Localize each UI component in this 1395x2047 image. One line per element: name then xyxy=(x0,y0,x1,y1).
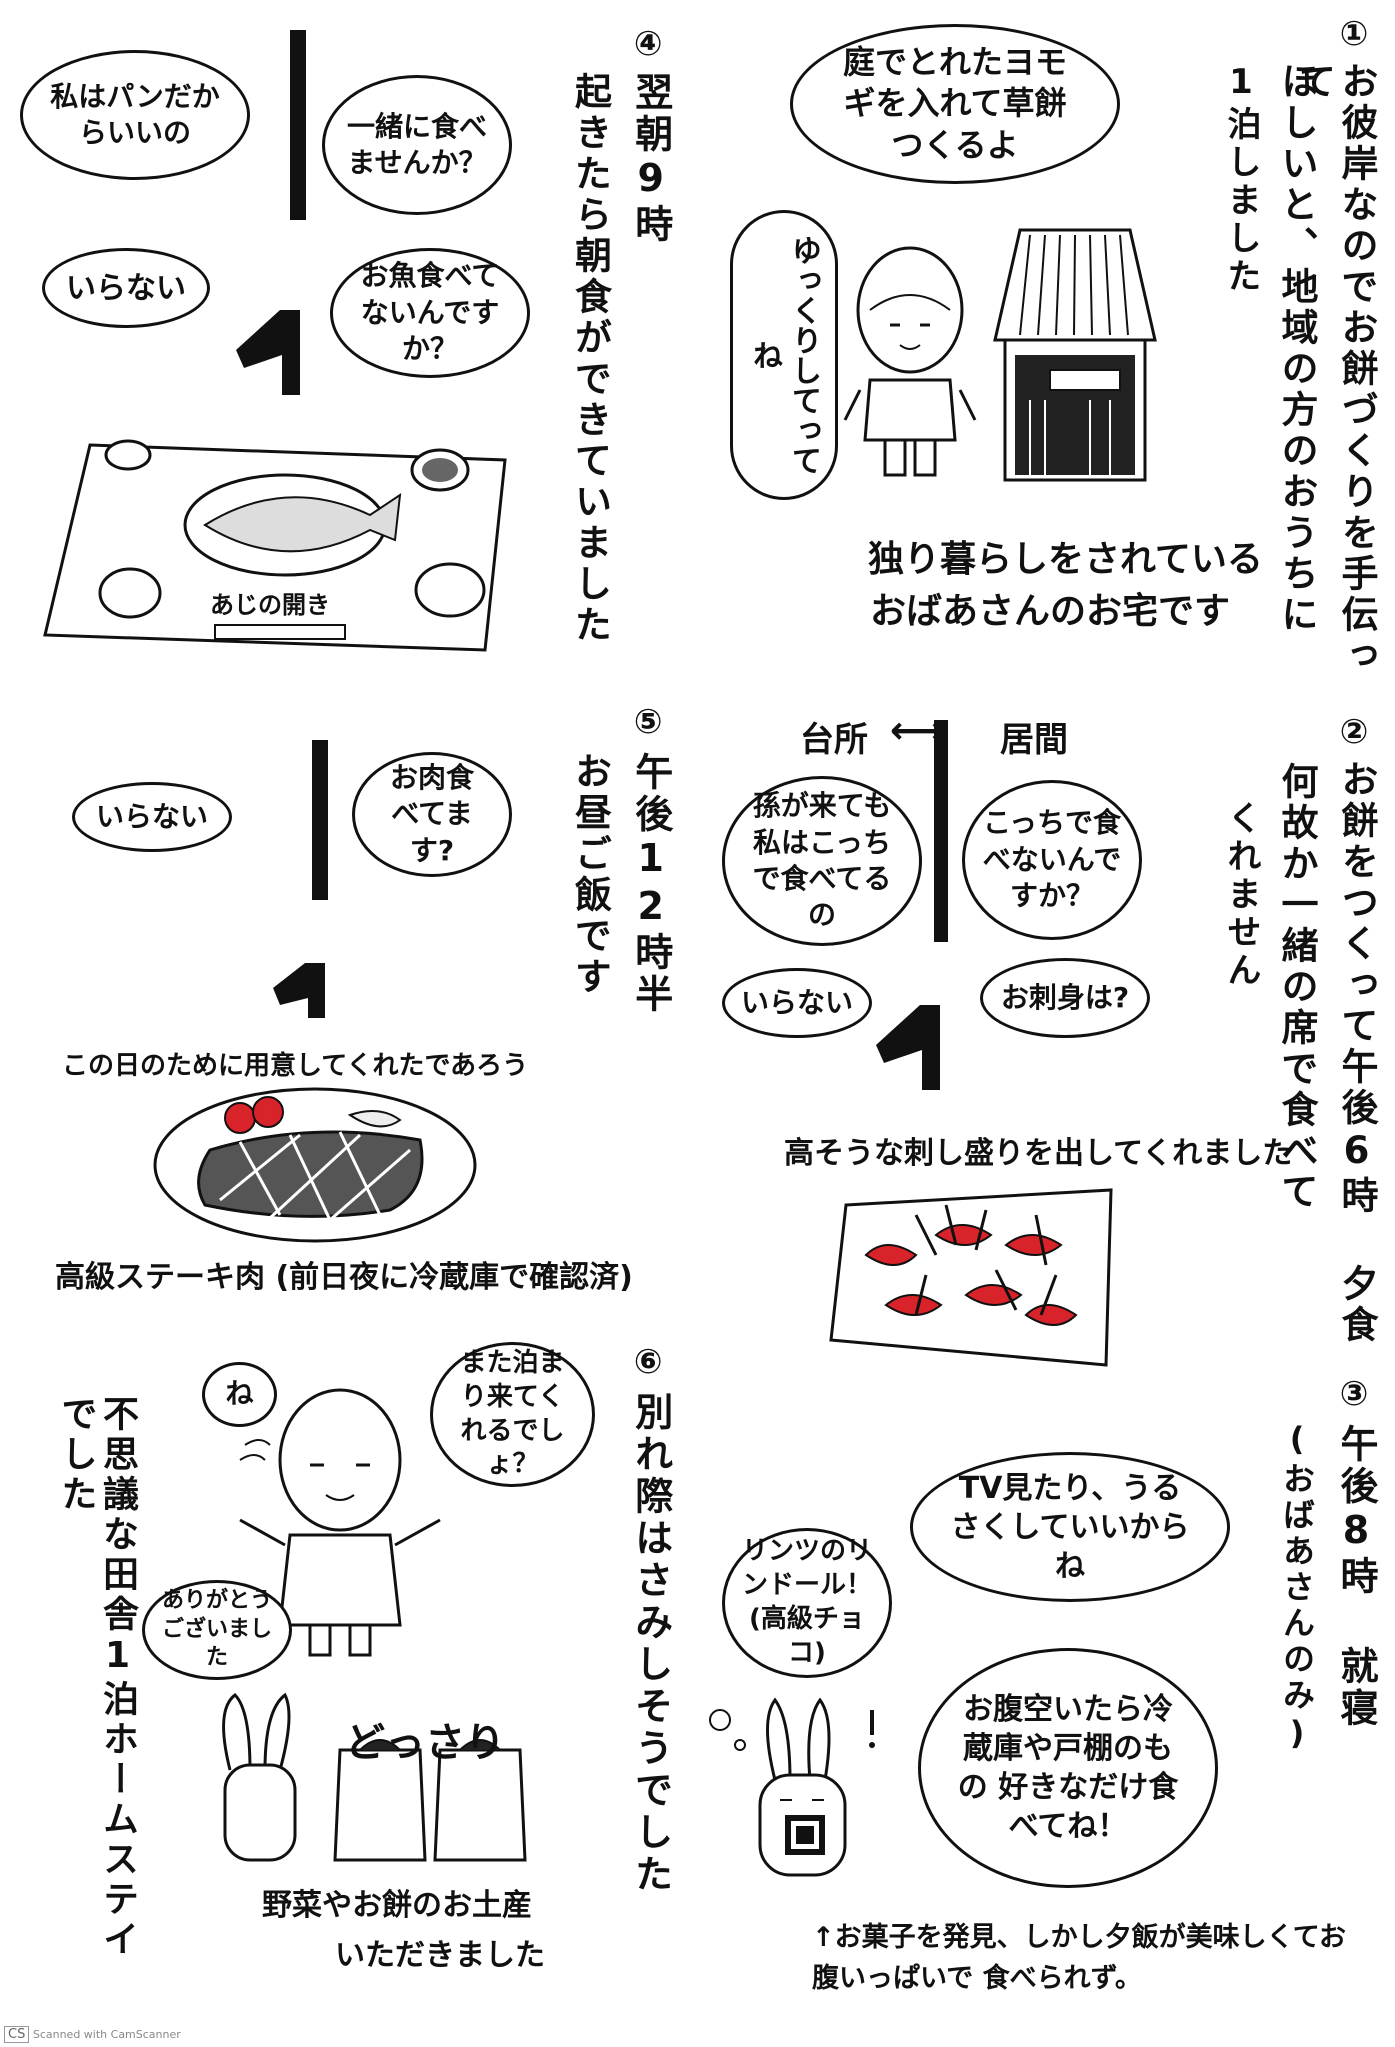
speech-bubble-tv: TV見たり、うるさくしていいからね xyxy=(910,1452,1230,1602)
room-label-living: 居間 xyxy=(1000,720,1068,760)
step4-heading-line1: 翌朝9時 xyxy=(628,72,673,246)
scanner-label: Scanned with CamScanner xyxy=(32,2028,181,2041)
scanner-watermark: CS Scanned with CamScanner xyxy=(4,2026,181,2043)
speech-bubble-sashimi: お刺身は? xyxy=(980,958,1150,1038)
speech-bubble-lindt: リンツのリンドール！(高級チョコ) xyxy=(722,1528,892,1678)
speech-bubble-iranai-3: いらない xyxy=(72,782,232,852)
speech-bubble-thanks: ありがとうございました xyxy=(142,1580,292,1680)
dossari-label: どっさり xyxy=(345,1720,505,1766)
speech-meat-text: お肉食べてます? xyxy=(389,760,474,867)
step6-heading: 別れ際はさみしそうでした xyxy=(628,1392,673,1896)
grandma-illustration xyxy=(843,246,977,477)
speech-ne-text: ね xyxy=(225,1377,254,1411)
step1-caption2: おばあさんのお宅です xyxy=(870,591,1231,632)
speech-relax-text: ゆっくりしてってね xyxy=(747,235,821,475)
step5-caption-bottom: 高級ステーキ肉 (前日夜に冷蔵庫で確認済) xyxy=(55,1260,633,1295)
speech-again-text: また泊まり来てくれるでしょ？ xyxy=(460,1347,565,1480)
speech-iranai-2-text: いらない xyxy=(740,985,853,1019)
room-label-kitchen: 台所 xyxy=(800,720,868,760)
ending-text: 不思議な田舎1泊ホームステイでした xyxy=(28,1395,138,1985)
step2-number: ② xyxy=(1334,712,1374,756)
speech-fish-text: お魚食べてないんですか？ xyxy=(360,259,500,366)
speech-bread-text: 私はパンだからいいの xyxy=(50,79,220,149)
speech-sashimi-text: お刺身は? xyxy=(1000,980,1130,1014)
step2-heading-line2: 何故か一緒の席で食べて xyxy=(1275,762,1318,1213)
breakfast-dish-label: あじの開き xyxy=(210,591,330,619)
sashimi-platter-illustration xyxy=(829,1188,1113,1367)
step2-caption: 高そうな刺し盛りを出してくれました xyxy=(784,1136,1293,1171)
step5-heading-line1: 午後12時半 xyxy=(628,752,673,1016)
speech-lindt-text: リンツのリンドール！(高級チョコ) xyxy=(741,1536,872,1668)
thatched-house-illustration xyxy=(993,228,1157,482)
speech-bubble-meat: お肉食べてます? xyxy=(352,752,512,877)
speech-bubble-mochi: 庭でとれたヨモギを入れて草餅つくるよ xyxy=(790,24,1120,184)
step1-heading-line1: お彼岸なのでお餅づくりを手伝って xyxy=(1292,62,1378,677)
grandma-waving-illustration xyxy=(239,1388,441,1657)
speech-iranai-3-text: いらない xyxy=(95,799,208,833)
speech-bubble-hungry: お腹空いたら冷蔵庫や戸棚のもの 好きなだけ食べてね！ xyxy=(918,1648,1218,1888)
scanner-logo: CS xyxy=(4,2026,30,2043)
divider-bar-1 xyxy=(290,30,306,220)
speech-iranai-1-text: いらない xyxy=(66,270,186,306)
speech-bubble-relax: ゆっくりしてってね xyxy=(730,210,838,500)
step3-footnote: ↑お菓子を発見、しかし夕飯が美味しくてお腹いっぱいで 食べられず。 xyxy=(812,1918,1372,1999)
speech-eat-here-text: こっちで食べないんですか？ xyxy=(982,806,1122,913)
divider-bar-4 xyxy=(312,740,328,900)
speech-tv-text: TV見たり、うるさくしていいからね xyxy=(950,1470,1190,1584)
speech-bubble-iranai-2: いらない xyxy=(722,968,872,1038)
step4-number: ④ xyxy=(628,24,669,68)
step3-heading-line1: 午後8時 就寝 xyxy=(1334,1424,1378,1730)
speech-thanks-text: ありがとうございました xyxy=(161,1588,272,1671)
step3-heading-line2: (おばあさんのみ) xyxy=(1278,1420,1316,1756)
speech-bubble-grandkids: 孫が来ても私はこっちで食べてるの xyxy=(722,776,922,946)
speech-mochi-text: 庭でとれたヨモギを入れて草餅つくるよ xyxy=(842,42,1067,164)
step3-footnote-text: ↑お菓子を発見、しかし夕飯が美味しくてお腹いっぱいで 食べられず。 xyxy=(812,1922,1347,1994)
step5-heading-line2: お昼ご飯です xyxy=(568,752,612,998)
speech-bubble-iranai-1: いらない xyxy=(42,248,210,328)
step3-number: ③ xyxy=(1334,1374,1374,1418)
step1-heading-line2: ほしいと、地域の方のおうちに xyxy=(1275,62,1318,636)
rabbit-with-gift-bags-illustration xyxy=(222,1692,527,1862)
step6-caption2: いただきました xyxy=(335,1938,545,1973)
breakfast-tray-illustration xyxy=(43,439,507,652)
step2-heading-line3: くれません xyxy=(1221,800,1261,990)
speech-bubble-again: また泊まり来てくれるでしょ？ xyxy=(430,1342,595,1487)
step4-heading-line2: 起きたら朝食ができていました xyxy=(568,72,612,646)
steak-plate-illustration xyxy=(153,1087,477,1243)
speech-bubble-together: 一緒に食べませんか？ xyxy=(322,75,512,215)
step5-caption-top: この日のために用意してくれたであろう xyxy=(62,1051,529,1081)
step2-heading-line1: お餅をつくって午後6時 夕食 xyxy=(1335,760,1378,1346)
room-divider xyxy=(934,720,948,942)
step6-caption: 野菜やお餅のお土産 xyxy=(262,1888,532,1923)
divider-bar-3 xyxy=(876,1005,940,1090)
speech-bubble-ne: ね xyxy=(202,1362,277,1427)
step5-number: ⑤ xyxy=(628,702,669,746)
ending-text-content: 不思議な田舎1泊ホームステイでした xyxy=(55,1395,138,1960)
speech-together-text: 一緒に食べませんか？ xyxy=(346,109,487,179)
speech-bubble-fish: お魚食べてないんですか？ xyxy=(330,248,530,378)
speech-grandkids-text: 孫が来ても私はこっちで食べてるの xyxy=(752,789,892,932)
speech-hungry-text: お腹空いたら冷蔵庫や戸棚のもの 好きなだけ食べてね！ xyxy=(957,1692,1179,1844)
speech-bubble-eat-here: こっちで食べないんですか？ xyxy=(962,780,1142,940)
divider-bar-2 xyxy=(236,310,300,395)
step1-number: ① xyxy=(1334,14,1374,58)
divider-bar-5 xyxy=(273,963,325,1018)
step1-caption: 独り暮らしをされている xyxy=(868,539,1263,580)
rabbit-holding-chocolate-illustration xyxy=(709,1697,875,1877)
step6-number: ⑥ xyxy=(628,1342,669,1386)
speech-bubble-bread: 私はパンだからいいの xyxy=(20,50,250,180)
step1-heading-line3: 1泊しました xyxy=(1221,62,1261,296)
